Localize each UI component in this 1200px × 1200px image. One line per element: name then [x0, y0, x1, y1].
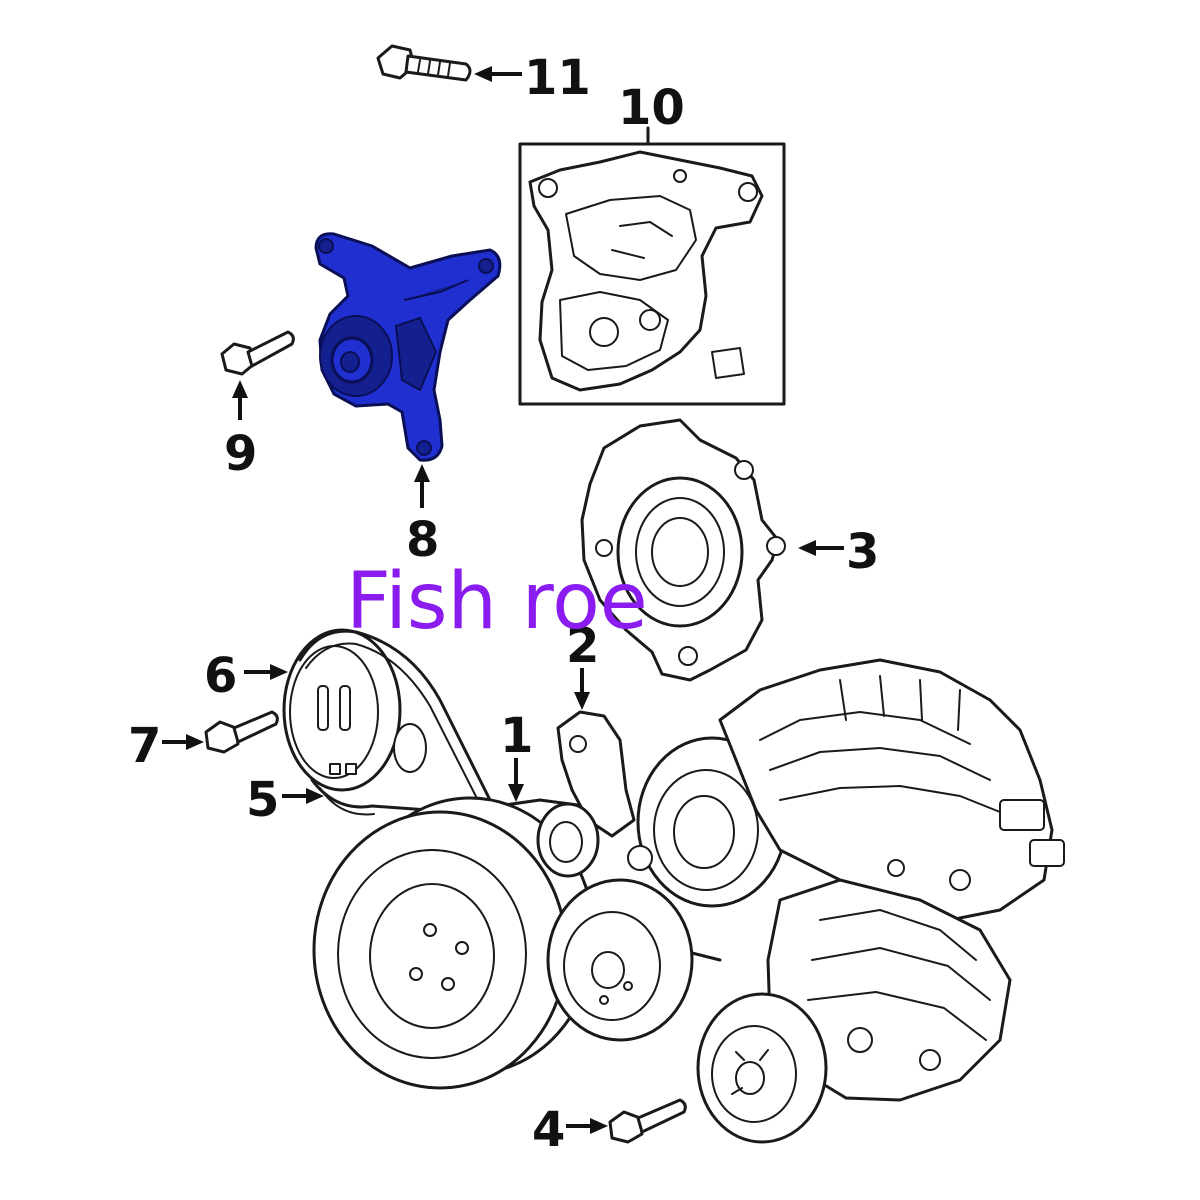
callout-5: 5: [246, 772, 279, 828]
arrow-5: [282, 788, 324, 804]
alternator: [718, 658, 1065, 922]
idler-pulley-part-6[interactable]: [282, 628, 427, 792]
callout-10: 10: [618, 80, 685, 136]
bolt-part-7[interactable]: [204, 710, 279, 754]
callout-4: 4: [532, 1102, 565, 1158]
arrow-4: [566, 1118, 608, 1134]
bolt-part-11[interactable]: [376, 44, 472, 82]
bolt-part-4[interactable]: [608, 1098, 687, 1144]
crankshaft-pulley: [312, 796, 596, 1090]
bolt-part-9[interactable]: [220, 330, 295, 376]
watermark-text: Fish roe: [346, 557, 648, 647]
arrow-6: [244, 664, 288, 680]
mounting-bracket-part-10[interactable]: [528, 150, 764, 392]
part-10-frame: [518, 142, 786, 406]
callout-8: 8: [406, 512, 439, 568]
tensioner-arm-part-2[interactable]: [536, 710, 636, 878]
callout-9: 9: [224, 426, 257, 482]
arrow-2: [574, 668, 590, 710]
callout-1: 1: [500, 708, 533, 764]
callout-6: 6: [204, 648, 237, 704]
arrow-9: [232, 380, 248, 420]
tensioner-housing-part-3[interactable]: [580, 418, 786, 682]
arrow-1: [508, 758, 524, 802]
callout-2: 2: [566, 618, 599, 674]
water-pump-pulley: [546, 878, 694, 1042]
ac-clutch-pulley: [696, 992, 828, 1144]
callout-7: 7: [128, 718, 161, 774]
arrow-8: [414, 464, 430, 508]
callout-3: 3: [846, 524, 879, 580]
callout-11: 11: [524, 50, 591, 106]
arrow-7: [162, 734, 204, 750]
arrow-3: [798, 540, 844, 556]
water-pump-part-8[interactable]: [314, 232, 502, 462]
arrow-11: [474, 66, 522, 82]
